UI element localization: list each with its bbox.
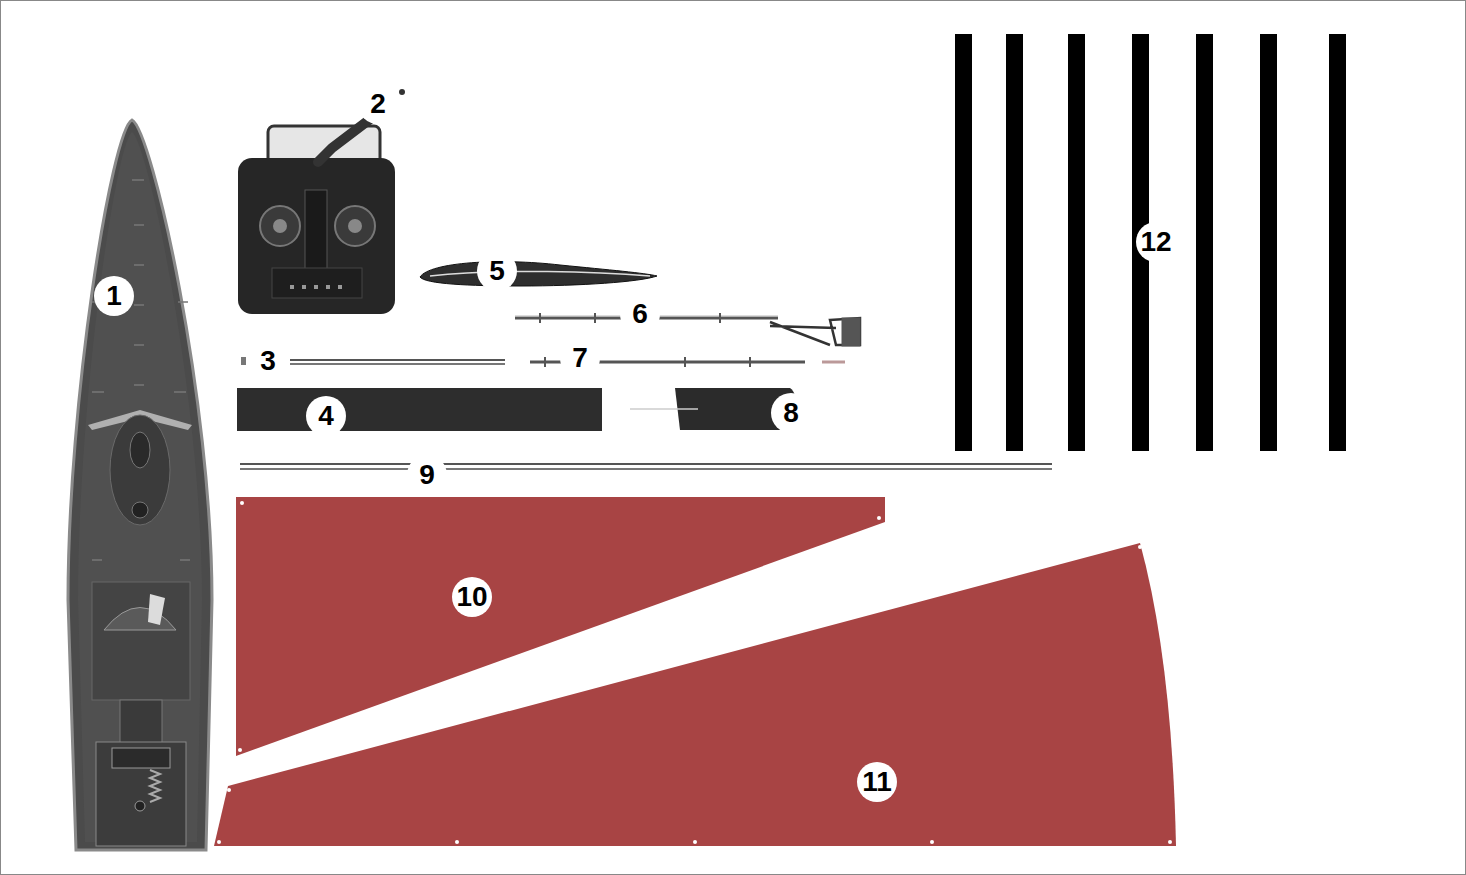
stripe-decals — [955, 34, 1346, 451]
callout-number: 8 — [771, 393, 811, 433]
callout-number: 1 — [94, 276, 134, 316]
callout-number: 10 — [452, 577, 492, 617]
callout-number: 5 — [477, 251, 517, 291]
hull — [68, 120, 212, 850]
callout-number: 4 — [306, 396, 346, 436]
callout-number: 11 — [857, 762, 897, 802]
callout-number: 12 — [1136, 222, 1176, 262]
keel-plate — [237, 388, 602, 431]
callout-number: 3 — [248, 341, 288, 381]
callout-number: 6 — [620, 294, 660, 334]
callout-number: 2 — [358, 84, 398, 124]
callout-number: 7 — [560, 338, 600, 378]
boom — [515, 313, 860, 346]
mast — [240, 464, 1052, 469]
main-sail — [214, 543, 1176, 846]
fin-part — [420, 262, 657, 286]
callout-number: 9 — [407, 455, 447, 495]
